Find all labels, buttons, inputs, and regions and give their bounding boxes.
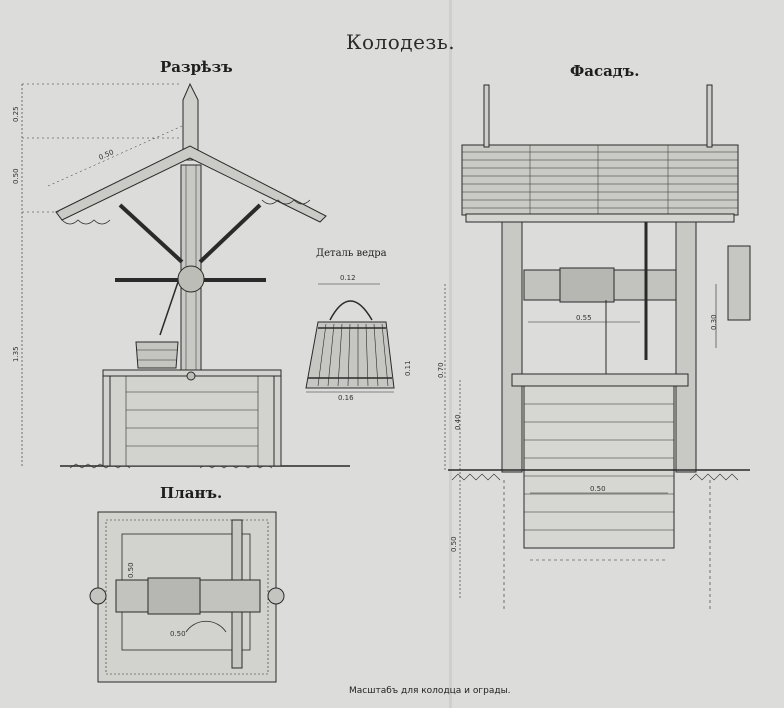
bucket-detail (305, 283, 395, 393)
page-gutter (449, 0, 452, 708)
dim-bucket-top: 0.12 (340, 274, 356, 282)
dim-section-height: 1.35 (12, 346, 20, 362)
dim-facade-ground: 0.40 (454, 414, 462, 430)
dim-section-top: 0.25 (12, 106, 20, 122)
drawing-title: Колодезь. (346, 30, 456, 54)
facade-heading: Фасадъ. (570, 62, 640, 80)
dim-facade-depth: 0.50 (450, 536, 458, 552)
dimension-labels: 0.25 0.50 0.50 1.35 0.12 0.16 0.11 0.55 … (12, 106, 718, 638)
dim-facade-drum: 0.55 (576, 314, 592, 322)
plan-heading: Планъ. (160, 484, 223, 502)
dim-section-roof: 0.50 (12, 168, 20, 184)
bucket-detail-caption: Деталь ведра (316, 248, 387, 259)
facade-view (444, 84, 751, 610)
dim-section-rafter: 0.50 (98, 148, 115, 162)
scale-caption: Масштабъ для колодца и ограды. (349, 686, 511, 696)
section-heading: Разрѣзъ (160, 58, 233, 76)
dim-plan-width: 0.50 (170, 630, 186, 638)
dim-plan-side: 0.50 (127, 562, 135, 578)
plan-view (89, 511, 285, 683)
dim-bucket-bottom: 0.16 (338, 394, 354, 402)
dim-facade-width: 0.50 (590, 485, 606, 493)
dim-bucket-height: 0.11 (404, 360, 412, 376)
dim-facade-height: 0.70 (437, 362, 445, 378)
section-view (21, 82, 350, 469)
dim-facade-post: 0.30 (710, 314, 718, 330)
